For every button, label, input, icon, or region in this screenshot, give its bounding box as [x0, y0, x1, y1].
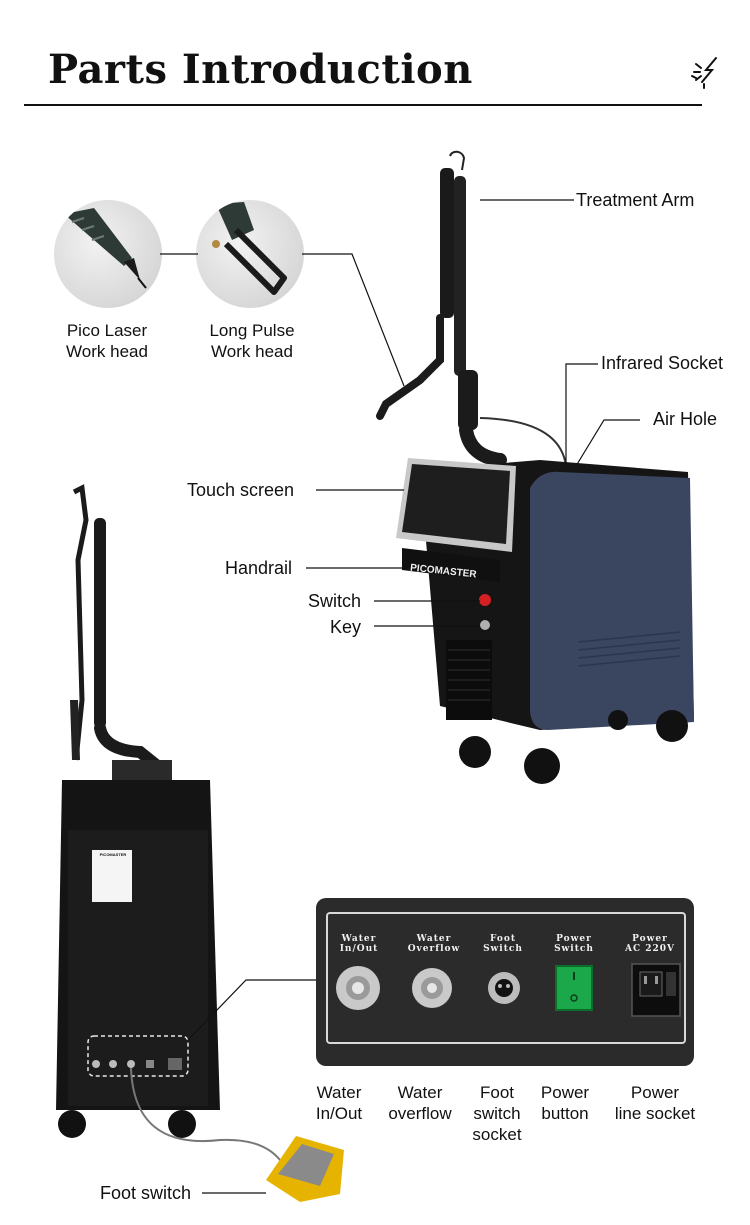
title-divider [24, 104, 702, 106]
caption-foot-switch-socket: Foot switch socket [472, 1083, 522, 1144]
page-title: Parts Introduction [48, 46, 473, 93]
callout-air-hole: Air Hole [653, 409, 718, 429]
callout-handrail: Handrail [225, 558, 293, 578]
pico-work-head-image [54, 200, 162, 308]
rear-panel-closeup: Water In/Out Water Overflow Foot Switch … [316, 898, 694, 1066]
callout-touch-screen: Touch screen [187, 480, 295, 500]
callout-key: Key [330, 617, 362, 637]
panel-label-power-switch: Power Switch [554, 934, 594, 954]
pico-head-label: Pico Laser Work head [66, 321, 148, 361]
long-pulse-work-head-image [196, 200, 304, 308]
callout-foot-switch: Foot switch [100, 1183, 192, 1203]
caption-water-overflow: Water overflow [388, 1083, 452, 1123]
caption-water-in-out: Water In/Out [315, 1083, 363, 1123]
panel-label-water-in-out: Water In/Out [339, 934, 379, 954]
rear-panel-frame: Water In/Out Water Overflow Foot Switch … [326, 912, 686, 1044]
long-pulse-head-label: Long Pulse Work head [209, 321, 295, 361]
caption-power-line-socket: Power line socket [614, 1083, 696, 1123]
rear-brand-label: PICOMASTER [99, 852, 127, 857]
panel-label-water-overflow: Water Overflow [407, 934, 461, 954]
callout-infrared-socket: Infrared Socket [601, 353, 724, 373]
laser-spark-icon [691, 57, 717, 89]
callout-switch: Switch [308, 591, 362, 611]
callout-treatment-arm: Treatment Arm [576, 190, 695, 210]
panel-connectors [336, 963, 681, 1017]
panel-label-power-ac: Power AC 220V [624, 934, 676, 954]
panel-label-foot-switch: Foot Switch [483, 934, 523, 954]
caption-power-button: Power button [540, 1083, 590, 1123]
